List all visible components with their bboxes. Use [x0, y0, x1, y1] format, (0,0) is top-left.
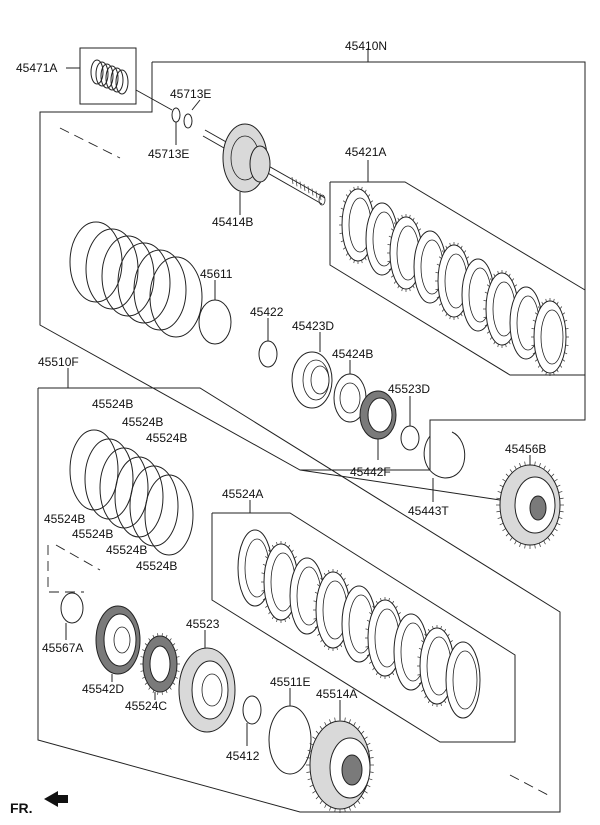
label-45524B-7: 45524B [136, 559, 177, 573]
clutch-plate-45523 [179, 648, 235, 732]
leader-spring-to-snap [136, 90, 172, 110]
spring-pack-45471A [91, 60, 128, 94]
label-45514A: 45514A [316, 687, 357, 701]
label-45414B: 45414B [212, 215, 253, 229]
label-45524A: 45524A [222, 487, 263, 501]
snap-ring-45713E-a [172, 108, 180, 122]
label-45412: 45412 [226, 749, 260, 763]
o-ring-45567A [61, 593, 83, 623]
clutch-disc [446, 642, 480, 718]
front-arrow-icon [44, 791, 68, 807]
gear-45456B [496, 461, 564, 549]
snap-ring [70, 430, 118, 510]
label-45524B-6: 45524B [106, 543, 147, 557]
dash-ref-bottom [510, 775, 548, 795]
dash-ref-upper [60, 128, 120, 158]
label-45421A: 45421A [345, 145, 386, 159]
o-ring-45422 [259, 341, 277, 367]
label-45523: 45523 [186, 617, 220, 631]
large-snap-rings-group [70, 222, 202, 337]
snap-ring [86, 229, 138, 309]
snap-ring [85, 439, 133, 519]
seal-plate-45442F [360, 391, 396, 439]
snap-ring [150, 257, 202, 337]
label-45524B-2: 45524B [122, 415, 163, 429]
label-45442F: 45442F [350, 465, 391, 479]
label-45524B-3: 45524B [146, 431, 187, 445]
label-45471A: 45471A [16, 61, 57, 75]
piston-45542D [96, 606, 140, 674]
snap-ring-45713E-b [184, 114, 192, 128]
clutch-disc [534, 301, 566, 373]
snap-ring [70, 222, 122, 302]
shaft-gear-45414B [203, 124, 325, 205]
label-45524B-5: 45524B [72, 527, 113, 541]
label-45510F: 45510F [38, 355, 79, 369]
label-45456B: 45456B [505, 442, 546, 456]
label-45524B-1: 45524B [92, 397, 133, 411]
label-45422: 45422 [250, 305, 284, 319]
spring-retainer-45524C [140, 633, 180, 695]
label-45443T: 45443T [408, 504, 449, 518]
leader-45713E-a [192, 100, 200, 110]
snap-ring-45611 [199, 300, 231, 344]
label-45713E-b: 45713E [148, 147, 189, 161]
label-45567A: 45567A [42, 641, 83, 655]
label-45524C: 45524C [125, 699, 167, 713]
snap-ring [102, 236, 154, 316]
label-45611: 45611 [200, 267, 233, 281]
label-45511E: 45511E [270, 675, 310, 689]
label-45524B-4: 45524B [44, 512, 85, 526]
label-45542D: 45542D [82, 682, 124, 696]
hub-45514A [306, 717, 374, 813]
piston-45423D [292, 352, 332, 408]
dash-ref-lower-2 [56, 545, 100, 570]
clutch-disc-pack-45524A [238, 530, 480, 718]
snap-ring [115, 457, 163, 537]
o-ring-45523D [401, 426, 419, 450]
label-45523D: 45523D [388, 382, 430, 396]
dash-ref-lower [48, 545, 84, 592]
label-45423D: 45423D [292, 319, 334, 333]
label-45424B: 45424B [332, 347, 373, 361]
snap-ring-45511E [269, 706, 311, 774]
clutch-disc-pack-45421A [339, 186, 569, 376]
front-direction-label: FR. [10, 800, 33, 816]
o-ring-45412 [243, 696, 261, 724]
snap-ring [134, 250, 186, 330]
snap-ring [145, 475, 193, 555]
snap-ring [130, 466, 178, 546]
axis-line-upper [300, 470, 500, 500]
label-45713E-a: 45713E [170, 87, 211, 101]
label-45410N: 45410N [345, 39, 387, 53]
snap-ring [100, 448, 148, 528]
snap-ring [118, 243, 170, 323]
